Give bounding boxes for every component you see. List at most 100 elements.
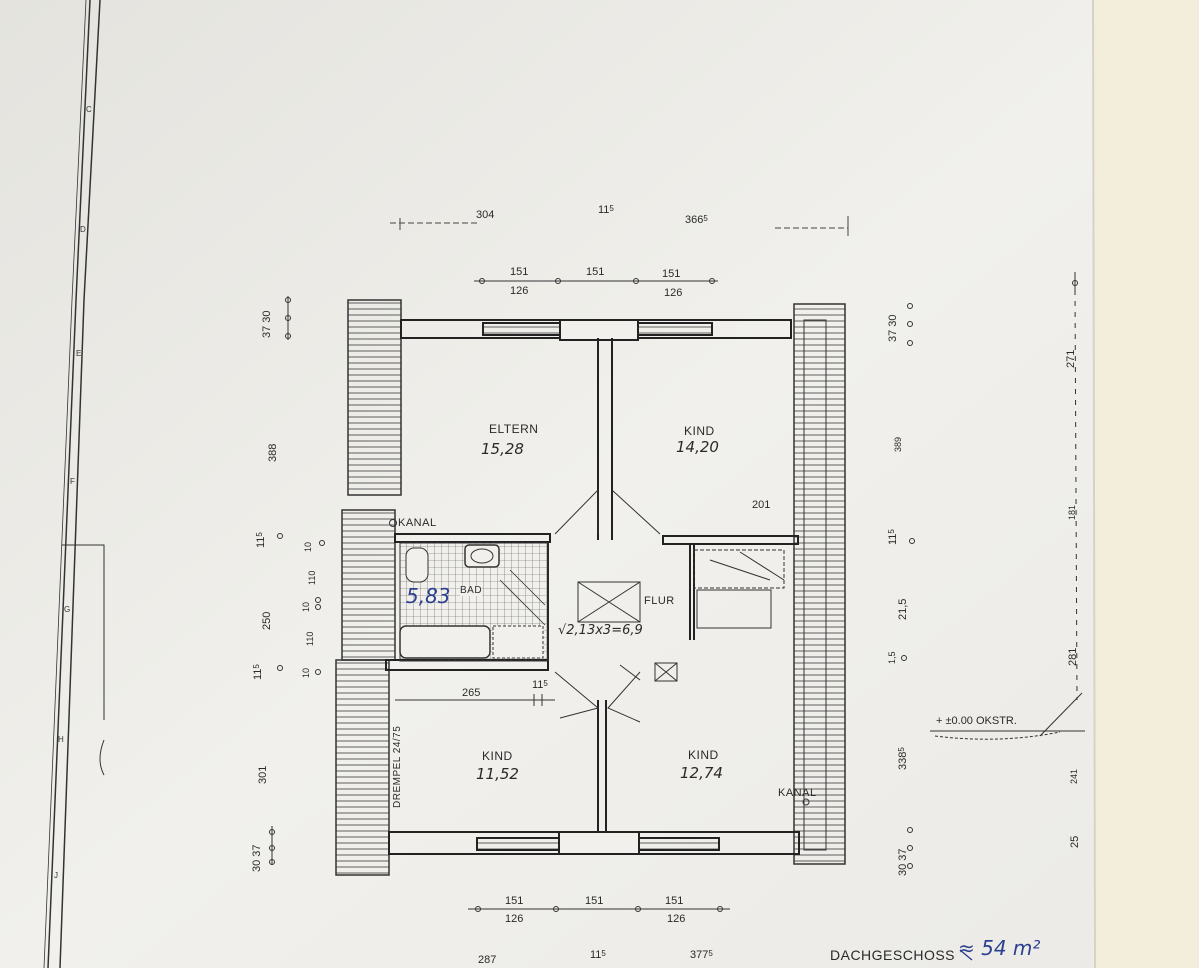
dim-right-1-5: 1,5 bbox=[887, 651, 897, 664]
room-label-kind-sw: KIND bbox=[482, 749, 513, 763]
okstr-line bbox=[930, 692, 1085, 740]
svg-text:J: J bbox=[54, 871, 58, 880]
dim-left-110-b: 110 bbox=[305, 631, 315, 646]
dim-top-outer-right: 3665 bbox=[685, 215, 708, 226]
room-area-eltern: 15,28 bbox=[481, 440, 524, 458]
dim-bottom-window-1-sub: 126 bbox=[505, 913, 524, 925]
dim-value: 11 bbox=[887, 533, 899, 545]
dim-sup: 5 bbox=[543, 679, 548, 688]
svg-text:D: D bbox=[80, 225, 86, 234]
inner-dimension-265 bbox=[395, 694, 555, 706]
dim-left-250: 250 bbox=[261, 611, 273, 630]
dim-sup: 5 bbox=[708, 949, 713, 958]
dim-value: 11 bbox=[598, 204, 610, 216]
dim-top-window-1: 151 bbox=[510, 266, 529, 278]
dim-value: 11 bbox=[255, 536, 267, 548]
right-dimension-markers bbox=[901, 272, 1078, 869]
dim-value: 366 bbox=[685, 214, 704, 226]
dim-value: 338 bbox=[897, 751, 909, 770]
kanal-bottom-marker bbox=[802, 798, 810, 806]
handwritten-marks bbox=[959, 949, 973, 961]
room-area-kind-sw: 11,52 bbox=[476, 765, 519, 783]
dim-left-11-5: 115 bbox=[255, 532, 267, 548]
dim-far-181: 181 bbox=[1067, 504, 1077, 520]
label-drempel: DREMPEL 24/75 bbox=[392, 725, 403, 808]
dim-sup: 5 bbox=[601, 949, 606, 958]
room-area-kind-se: 12,74 bbox=[680, 764, 723, 782]
exterior-walls bbox=[335, 299, 846, 876]
dim-bottom-window-2: 151 bbox=[585, 895, 604, 907]
table-edge bbox=[1093, 0, 1199, 968]
room-label-eltern: ELTERN bbox=[489, 422, 539, 436]
svg-text:F: F bbox=[70, 477, 75, 486]
svg-text:E: E bbox=[76, 349, 81, 358]
dim-left-110-a: 110 bbox=[307, 570, 317, 585]
label-okstr: + ±0.00 OKSTR. bbox=[936, 715, 1017, 727]
svg-text:C: C bbox=[86, 105, 92, 114]
dim-inner-201: 201 bbox=[752, 499, 771, 511]
svg-text:G: G bbox=[64, 605, 70, 614]
dim-value: 11 bbox=[532, 679, 544, 691]
dim-bottom-outer-mid: 115 bbox=[590, 950, 606, 961]
room-label-bad: BAD bbox=[460, 585, 483, 596]
label-kanal-top: KANAL bbox=[398, 517, 437, 529]
bottom-window-dimension bbox=[468, 906, 730, 912]
dim-left-30-37: 30 37 bbox=[251, 844, 263, 872]
dim-right-389: 389 bbox=[893, 436, 903, 452]
room-label-flur: FLUR bbox=[644, 595, 675, 607]
dim-value: 377 bbox=[690, 949, 709, 961]
dim-top-window-3-sub: 126 bbox=[664, 287, 683, 299]
dim-sup: 5 bbox=[255, 532, 264, 537]
room-area-bad: 5,83 bbox=[406, 584, 451, 608]
dim-far-241: 241 bbox=[1069, 768, 1079, 784]
dim-value: 11 bbox=[252, 668, 264, 680]
dim-value: 11 bbox=[590, 949, 602, 961]
dim-inner-11-5: 115 bbox=[532, 680, 548, 691]
dim-right-37-30: 37 30 bbox=[887, 314, 899, 342]
dim-far-281: 281 bbox=[1067, 647, 1079, 666]
dim-right-30-37: 30 37 bbox=[897, 848, 909, 876]
footer-title: DACHGESCHOSS bbox=[830, 947, 956, 963]
dim-far-271: 271 bbox=[1065, 349, 1077, 368]
dim-right-11-5: 115 bbox=[887, 529, 899, 545]
dim-left-301: 301 bbox=[257, 765, 269, 784]
dim-top-window-1-sub: 126 bbox=[510, 285, 529, 297]
dim-left-388: 388 bbox=[267, 443, 279, 462]
dim-sup: 5 bbox=[609, 204, 614, 213]
kanal-top-marker bbox=[389, 519, 397, 527]
dim-right-338-5: 3385 bbox=[897, 747, 909, 770]
flur-skylight bbox=[577, 549, 785, 682]
dim-left-10-c: 10 bbox=[301, 667, 311, 678]
door-swings bbox=[554, 488, 661, 723]
dim-bottom-outer-right: 3775 bbox=[690, 950, 713, 961]
dim-bottom-window-3-sub: 126 bbox=[667, 913, 686, 925]
svg-text:H: H bbox=[58, 735, 64, 744]
room-area-kind-ne: 14,20 bbox=[676, 438, 719, 456]
dim-left-10-b: 10 bbox=[301, 601, 311, 612]
dim-bottom-outer-left: 287 bbox=[478, 954, 497, 966]
dim-left-11-5-b: 115 bbox=[252, 664, 264, 680]
bathroom bbox=[399, 542, 549, 662]
dim-left-10-a: 10 bbox=[303, 541, 313, 552]
dim-sup: 5 bbox=[703, 214, 708, 223]
flur-formula: √2,13x3=6,9 bbox=[558, 623, 643, 638]
dim-top-outer-left: 304 bbox=[476, 209, 495, 221]
label-kanal-bottom: KANAL bbox=[778, 787, 817, 799]
footer-area-handwritten: ≈ 54 m² bbox=[958, 936, 1041, 960]
dim-bottom-window-1: 151 bbox=[505, 895, 524, 907]
dim-bottom-window-3: 151 bbox=[665, 895, 684, 907]
top-window-dimension bbox=[474, 278, 718, 284]
room-label-kind-ne: KIND bbox=[684, 424, 715, 438]
dim-sup: 5 bbox=[897, 747, 906, 752]
dim-right-21-5: 21,5 bbox=[897, 598, 909, 620]
room-label-kind-se: KIND bbox=[688, 748, 719, 762]
dim-left-37-30: 37 30 bbox=[261, 310, 273, 338]
dim-top-window-3: 151 bbox=[662, 268, 681, 280]
dim-top-window-2: 151 bbox=[586, 266, 605, 278]
dim-sup: 5 bbox=[887, 529, 896, 534]
dim-sup: 5 bbox=[252, 664, 261, 669]
left-dimension-markers bbox=[269, 296, 325, 865]
dim-top-outer-mid: 115 bbox=[598, 205, 614, 216]
